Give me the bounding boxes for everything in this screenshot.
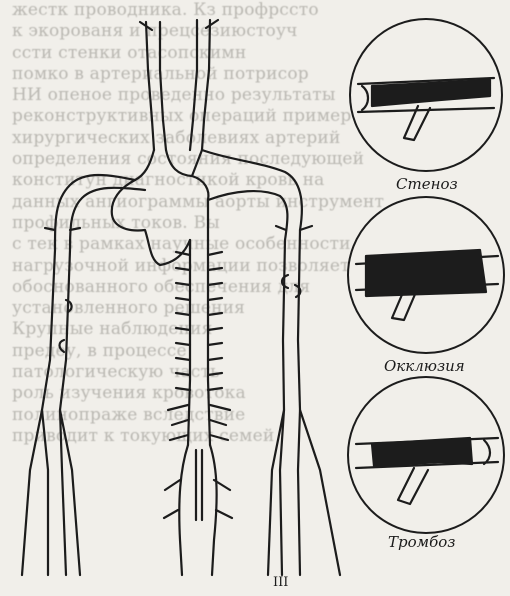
figure-number-label: III xyxy=(273,575,288,590)
iliac-arteries xyxy=(179,445,216,575)
thrombosis-branch xyxy=(398,468,428,504)
thrombosis-label: Тромбоз xyxy=(388,533,455,551)
occlusion-label: Окклюзия xyxy=(384,357,465,375)
occlusion-block xyxy=(366,250,486,296)
thrombus-mass xyxy=(372,438,472,466)
stenosis-plaque xyxy=(372,80,490,106)
aortic-arch xyxy=(112,150,190,265)
right-carotid-artery xyxy=(190,20,197,150)
left-subclavian-artery xyxy=(22,175,135,575)
left-carotid-artery-inner xyxy=(160,22,166,150)
right-forearm-arteries xyxy=(268,410,300,575)
right-carotid-artery-inner xyxy=(202,20,210,150)
stenosis-label: Стеноз xyxy=(396,175,458,193)
intercostal-branches xyxy=(176,252,222,390)
descending-aorta-right xyxy=(208,200,210,445)
left-carotid-artery xyxy=(146,22,154,150)
left-forearm-arteries xyxy=(42,410,80,575)
